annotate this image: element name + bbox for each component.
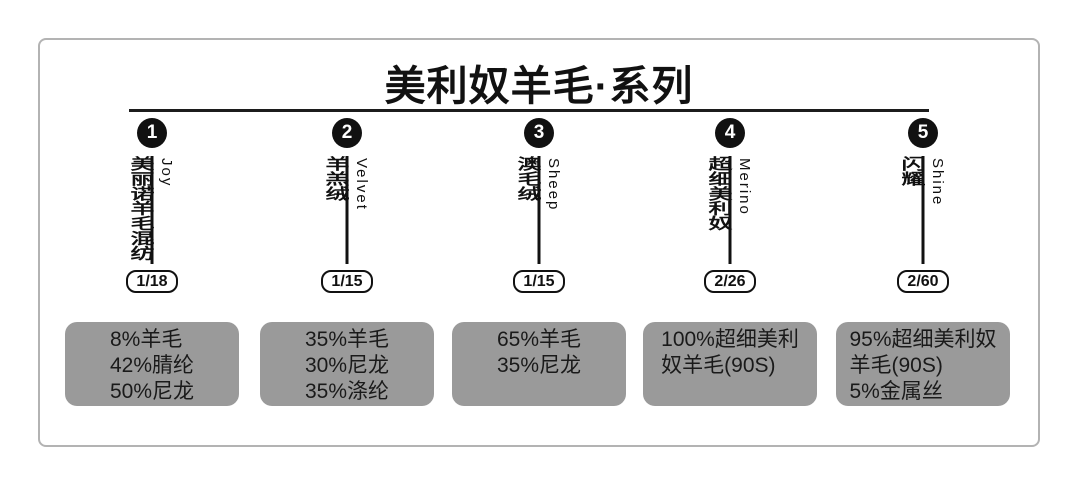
- series-name-en: Velvet: [353, 158, 370, 211]
- series-name-en: Sheep: [545, 158, 562, 212]
- composition-text: 95%超细美利奴 羊毛(90S) 5%金属丝: [849, 327, 996, 405]
- composition-line: 100%超细美利: [661, 328, 799, 351]
- series-name-cn: 澳毛绒: [513, 156, 540, 201]
- series-column-2: 2 羊羔绒 Velvet 1/15 35%羊毛 30%尼龙 35%涤纶: [250, 116, 444, 406]
- composition-line: 8%羊毛: [109, 328, 183, 351]
- series-name-en: Shine: [929, 158, 946, 207]
- series-column-3: 3 澳毛绒 Sheep 1/15 65%羊毛 35%尼龙: [442, 116, 636, 406]
- label-stem: 闪耀 Shine: [826, 156, 1020, 264]
- composition-line: 羊毛(90S): [849, 354, 943, 377]
- number-badge-icon: 4: [715, 118, 745, 148]
- series-name-cn: 美丽诺羊毛混纺: [126, 156, 153, 261]
- composition-line: 50%尼龙: [109, 380, 195, 403]
- series-column-5: 5 闪耀 Shine 2/60 95%超细美利奴 羊毛(90S) 5%金属丝: [826, 116, 1020, 406]
- composition-text: 35%羊毛 30%尼龙 35%涤纶: [305, 327, 389, 405]
- series-panel: 美利奴羊毛·系列 1 美丽诺羊毛混纺 Joy 1/18 8%羊毛 42%腈纶 5…: [38, 38, 1040, 447]
- number-badge-icon: 5: [908, 118, 938, 148]
- composition-line: 35%尼龙: [496, 354, 582, 377]
- ratio-badge: 1/15: [321, 270, 373, 293]
- ratio-badge: 1/18: [126, 270, 178, 293]
- composition-line: 42%腈纶: [109, 354, 195, 377]
- series-name-en: Joy: [158, 158, 175, 188]
- series-name-cn: 羊羔绒: [321, 156, 348, 201]
- page-title: 美利奴羊毛·系列: [384, 63, 694, 109]
- composition-line: 95%超细美利奴: [849, 328, 997, 351]
- series-name-cn: 闪耀: [897, 156, 924, 186]
- number-badge-icon: 2: [332, 118, 362, 148]
- number-badge-icon: 1: [137, 118, 167, 148]
- label-stem: 澳毛绒 Sheep: [442, 156, 636, 264]
- series-column-4: 4 超细美利奴 Merino 2/26 100%超细美利 奴羊毛(90S): [633, 116, 827, 406]
- composition-line: 35%羊毛: [304, 328, 390, 351]
- series-name-cn: 超细美利奴: [704, 156, 731, 231]
- composition-box: 95%超细美利奴 羊毛(90S) 5%金属丝: [836, 322, 1010, 406]
- composition-line: 35%涤纶: [304, 380, 390, 403]
- composition-text: 100%超细美利 奴羊毛(90S): [661, 327, 799, 379]
- composition-line: 65%羊毛: [496, 328, 582, 351]
- label-stem: 超细美利奴 Merino: [633, 156, 827, 264]
- composition-box: 65%羊毛 35%尼龙: [452, 322, 626, 406]
- stem-line: [921, 156, 925, 264]
- composition-box: 8%羊毛 42%腈纶 50%尼龙: [65, 322, 239, 406]
- composition-box: 100%超细美利 奴羊毛(90S): [643, 322, 817, 406]
- series-column-1: 1 美丽诺羊毛混纺 Joy 1/18 8%羊毛 42%腈纶 50%尼龙: [55, 116, 249, 406]
- ratio-badge: 1/15: [513, 270, 565, 293]
- stem-line: [728, 156, 732, 264]
- composition-box: 35%羊毛 30%尼龙 35%涤纶: [260, 322, 434, 406]
- composition-text: 8%羊毛 42%腈纶 50%尼龙: [110, 327, 194, 405]
- title-underline: [129, 109, 929, 112]
- label-stem: 美丽诺羊毛混纺 Joy: [55, 156, 249, 264]
- ratio-badge: 2/26: [704, 270, 756, 293]
- ratio-badge: 2/60: [897, 270, 949, 293]
- composition-line: 5%金属丝: [849, 380, 943, 403]
- stem-line: [150, 156, 154, 264]
- stem-line: [345, 156, 349, 264]
- composition-line: 奴羊毛(90S): [661, 354, 776, 377]
- composition-text: 65%羊毛 35%尼龙: [497, 327, 581, 379]
- number-badge-icon: 3: [524, 118, 554, 148]
- composition-line: 30%尼龙: [304, 354, 390, 377]
- series-name-en: Merino: [736, 158, 753, 216]
- label-stem: 羊羔绒 Velvet: [250, 156, 444, 264]
- stem-line: [537, 156, 541, 264]
